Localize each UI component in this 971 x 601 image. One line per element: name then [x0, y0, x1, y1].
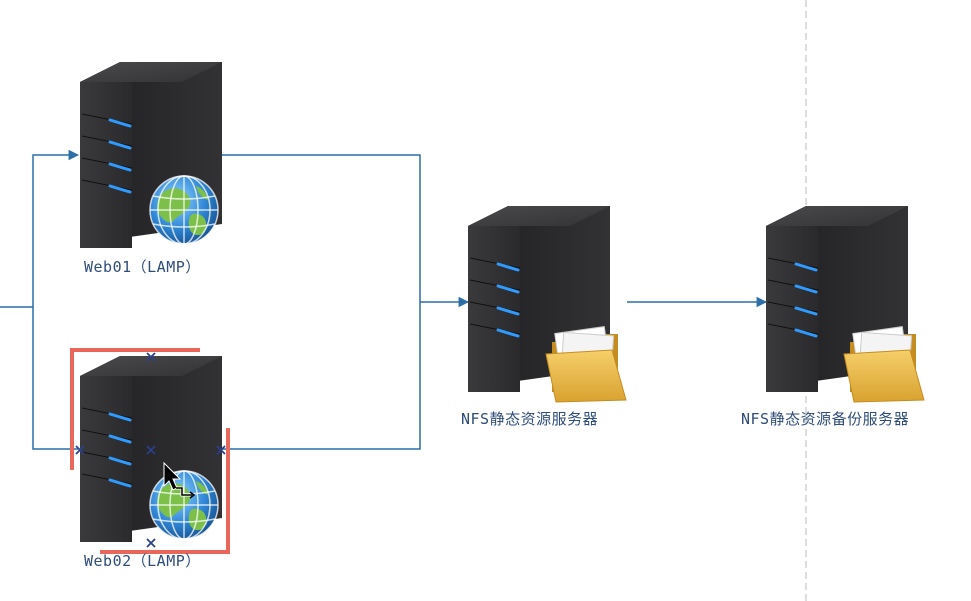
web02-node[interactable] [70, 348, 230, 554]
web02-label: Web02（LAMP） [84, 552, 201, 570]
web01-node[interactable] [78, 60, 224, 250]
selection-handles [75, 352, 226, 548]
nfs-node[interactable] [466, 204, 627, 403]
server-folder-icon [466, 204, 627, 403]
resize-handle-center[interactable] [146, 445, 156, 455]
resize-handle-right[interactable] [216, 445, 226, 455]
resize-handle-bottom[interactable] [146, 538, 156, 548]
nfs-backup-label: NFS静态资源备份服务器 [741, 410, 910, 428]
connectors [0, 149, 768, 450]
connector-web01-to-nfs[interactable] [222, 154, 421, 302]
mouse-cursor-icon [163, 461, 196, 499]
server-folder-icon [764, 204, 925, 403]
resize-handle-top[interactable] [146, 352, 156, 362]
server-globe-icon [78, 60, 224, 250]
connector-web02-to-nfs[interactable] [222, 302, 421, 450]
nfs-backup-node[interactable] [764, 204, 925, 403]
web01-label: Web01（LAMP） [84, 258, 201, 276]
nfs-label: NFS静态资源服务器 [461, 410, 599, 428]
selection-frame [70, 348, 230, 554]
resize-handle-left[interactable] [75, 445, 85, 455]
connector-to-web02[interactable] [32, 307, 78, 450]
connector-to-web01[interactable] [32, 149, 80, 307]
